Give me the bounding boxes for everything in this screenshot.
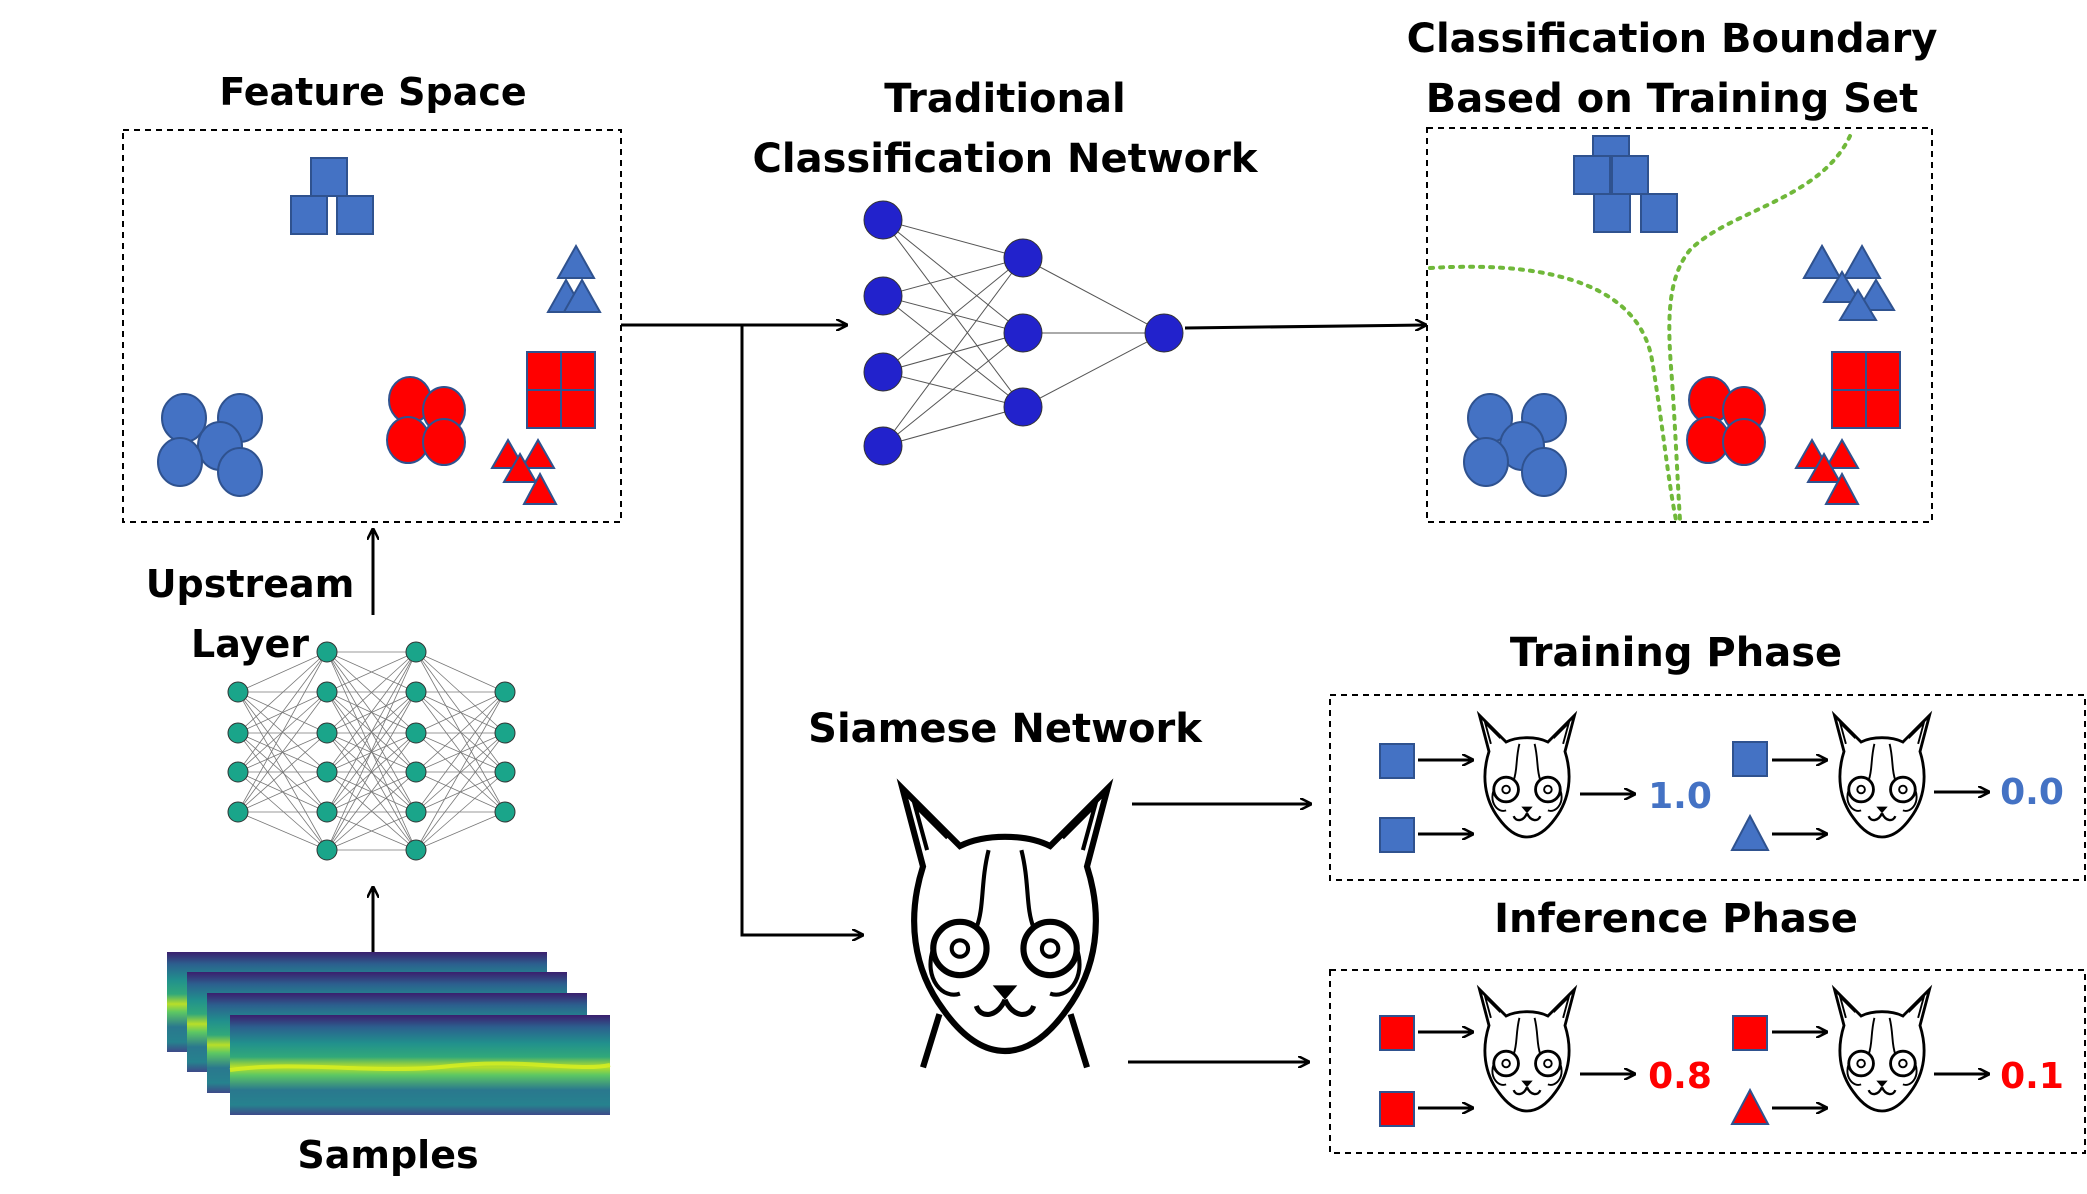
upstream-title-line1: Upstream xyxy=(146,562,355,606)
training-phase-title: Training Phase xyxy=(1510,630,1842,676)
network-node xyxy=(405,839,427,861)
boundary-title-line1: Classification Boundary xyxy=(1407,16,1938,62)
network-node xyxy=(494,722,516,744)
feature-space-points xyxy=(157,157,602,497)
network-node xyxy=(405,761,427,783)
inference-score-same: 0.8 xyxy=(1648,1056,1712,1097)
inference-score-diff: 0.1 xyxy=(2000,1056,2064,1097)
boundary-box xyxy=(1426,127,1933,523)
training-score-same: 1.0 xyxy=(1648,776,1712,817)
network-node xyxy=(494,681,516,703)
feature-space-title: Feature Space xyxy=(219,70,526,114)
traditional-title-line1: Traditional xyxy=(884,76,1125,122)
boundary-title-line2: Based on Training Set xyxy=(1426,76,1918,122)
inference-pair-same xyxy=(1379,987,1634,1127)
network-node xyxy=(316,681,338,703)
network-node xyxy=(1003,238,1043,278)
training-pair-same xyxy=(1379,713,1634,853)
network-node xyxy=(405,641,427,663)
siamese-title: Siamese Network xyxy=(808,706,1203,752)
network-node xyxy=(316,839,338,861)
network-node xyxy=(405,681,427,703)
network-node xyxy=(405,801,427,823)
samples-title: Samples xyxy=(297,1133,478,1177)
network-node xyxy=(494,801,516,823)
network-node xyxy=(227,801,249,823)
upstream-title-line2: Layer xyxy=(191,622,309,666)
feature-to-siamese-arrow xyxy=(740,325,862,935)
network-node xyxy=(227,761,249,783)
inference-phase-box xyxy=(1329,969,2086,1154)
network-node xyxy=(863,200,903,240)
samples-spectrograms xyxy=(167,952,611,1115)
network-node xyxy=(316,722,338,744)
network-node xyxy=(316,641,338,663)
network-node xyxy=(863,352,903,392)
boundary-points xyxy=(1463,135,1896,497)
feature-space-points-red xyxy=(386,351,596,505)
training-score-diff: 0.0 xyxy=(2000,772,2064,813)
boundary-points-red xyxy=(1686,351,1901,505)
upstream-network xyxy=(227,641,516,861)
network-node xyxy=(316,761,338,783)
traditional-network xyxy=(863,200,1184,466)
traditional-to-boundary-arrow xyxy=(1184,325,1425,328)
network-node xyxy=(863,426,903,466)
network-node xyxy=(227,681,249,703)
traditional-title-line2: Classification Network xyxy=(753,136,1259,182)
training-pair-diff xyxy=(1730,713,1988,851)
network-node xyxy=(1144,313,1184,353)
network-node xyxy=(494,761,516,783)
training-phase-box xyxy=(1329,694,2086,881)
network-node xyxy=(863,276,903,316)
network-node xyxy=(227,722,249,744)
network-node xyxy=(1003,387,1043,427)
classification-boundary-curves xyxy=(1428,134,1852,522)
siamese-cat-icon xyxy=(903,789,1108,1069)
network-node xyxy=(1003,313,1043,353)
network-node xyxy=(316,801,338,823)
inference-pair-diff xyxy=(1730,987,1988,1125)
network-node xyxy=(405,722,427,744)
inference-phase-title: Inference Phase xyxy=(1494,896,1858,942)
